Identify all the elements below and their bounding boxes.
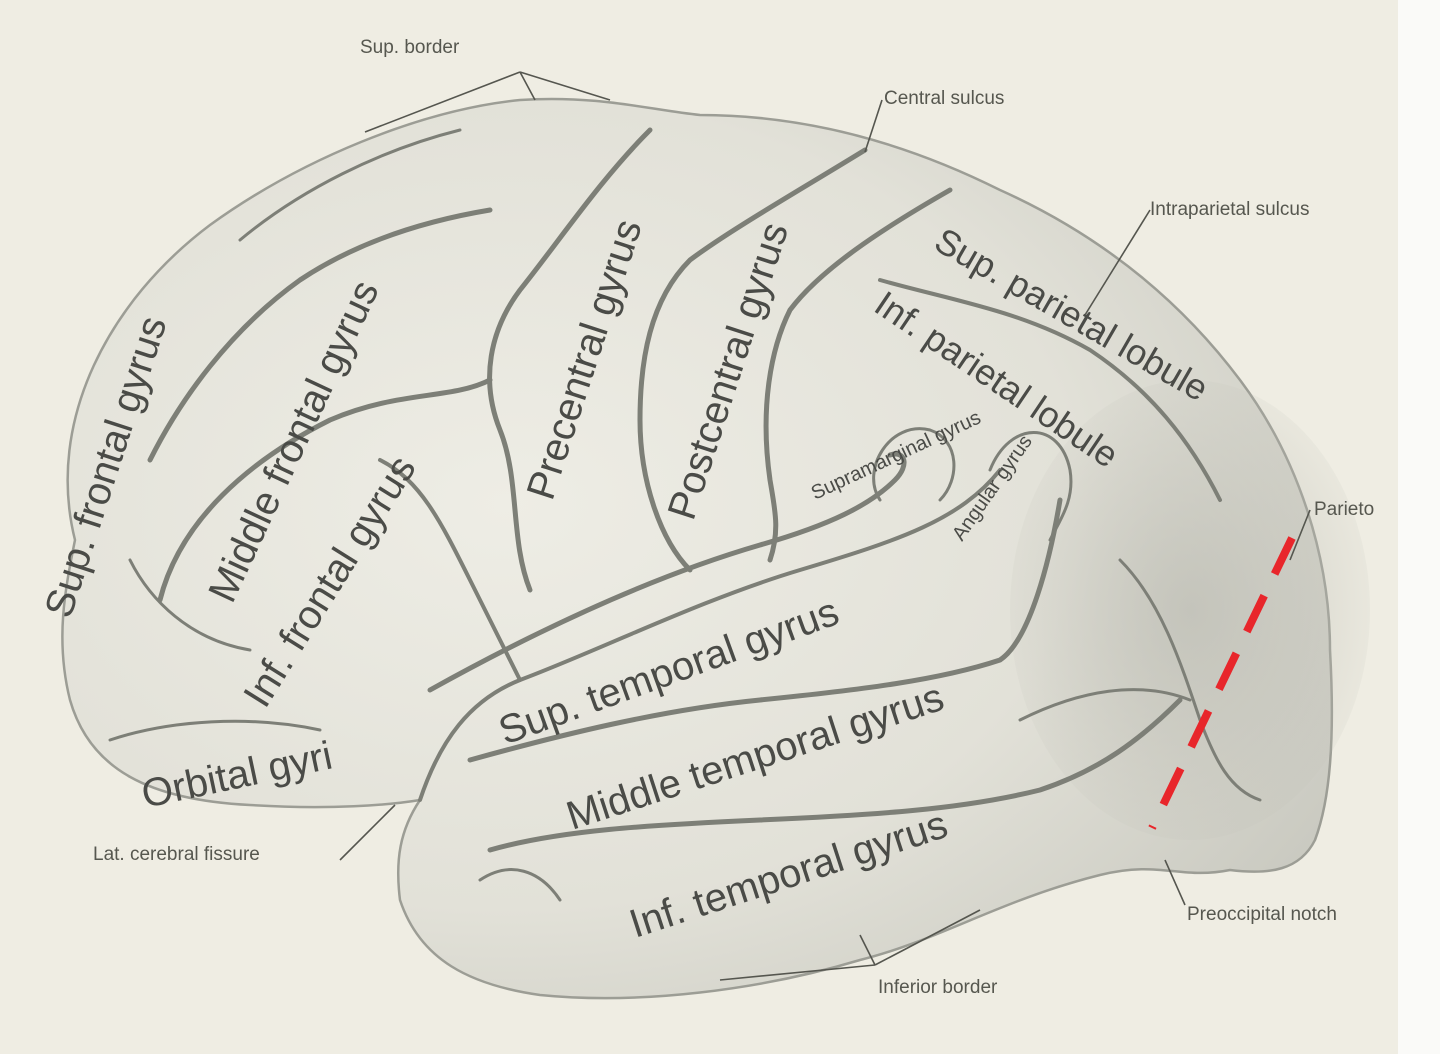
leader-inferior-border-up [859,934,876,966]
page-edge [1398,0,1440,1054]
callout-intraparietal-sulcus: Intraparietal sulcus [1150,199,1309,220]
temporal-pole-sulcus [478,868,562,902]
leader-central-sulcus [864,99,883,153]
callout-sup-border: Sup. border [360,37,460,58]
leader-lines [339,71,1311,981]
callout-parieto: Parieto [1314,499,1374,520]
callout-inferior-border: Inferior border [878,977,998,998]
leader-sup-border-right [519,71,611,101]
lateral-fissure [427,451,907,693]
leader-sup-border-left [364,71,521,133]
sup-frontal-sulcus [147,207,493,463]
parieto-occipital-dashed-line [1148,536,1296,830]
intraparietal-sulcus-line [878,278,1222,502]
leader-parieto [1289,509,1311,561]
central-sulcus [637,147,868,573]
sulci [108,127,1262,902]
leader-intraparietal-sulcus [1084,209,1151,316]
leader-inferior-border-left [719,964,876,981]
orbital-sulcus [108,719,322,742]
sup-temporal-sulcus [467,497,1063,763]
cerebrum-outline [61,97,1334,1000]
frontal-pole-sulcus [128,558,252,652]
postcentral-sulcus [763,187,953,563]
leader-lat-cerebral-fissure [339,804,396,861]
temporal-lobe-outline [418,468,1002,802]
occipital-sulcus-2 [1018,688,1192,722]
callout-preoccipital-notch: Preoccipital notch [1187,904,1337,925]
inf-temporal-sulcus [487,697,1183,853]
occipital-shading [1010,380,1370,840]
leader-sup-border-mid [519,71,536,101]
frontal-branch [378,458,522,682]
leader-preoccipital-notch [1164,859,1186,906]
leader-inferior-border-right [874,909,981,966]
precentral-sulcus [487,127,653,593]
callout-labels: Sup. border Central sulcus Intraparietal… [93,37,1374,998]
inf-frontal-sulcus [157,377,493,603]
supramarginal-curl [872,427,956,502]
callout-central-sulcus: Central sulcus [884,88,1004,109]
callout-lat-cerebral-fissure: Lat. cerebral fissure [93,844,260,865]
angular-curl [988,431,1073,542]
sup-border-sulcus [238,128,462,242]
occipital-sulcus-1 [1118,558,1262,802]
